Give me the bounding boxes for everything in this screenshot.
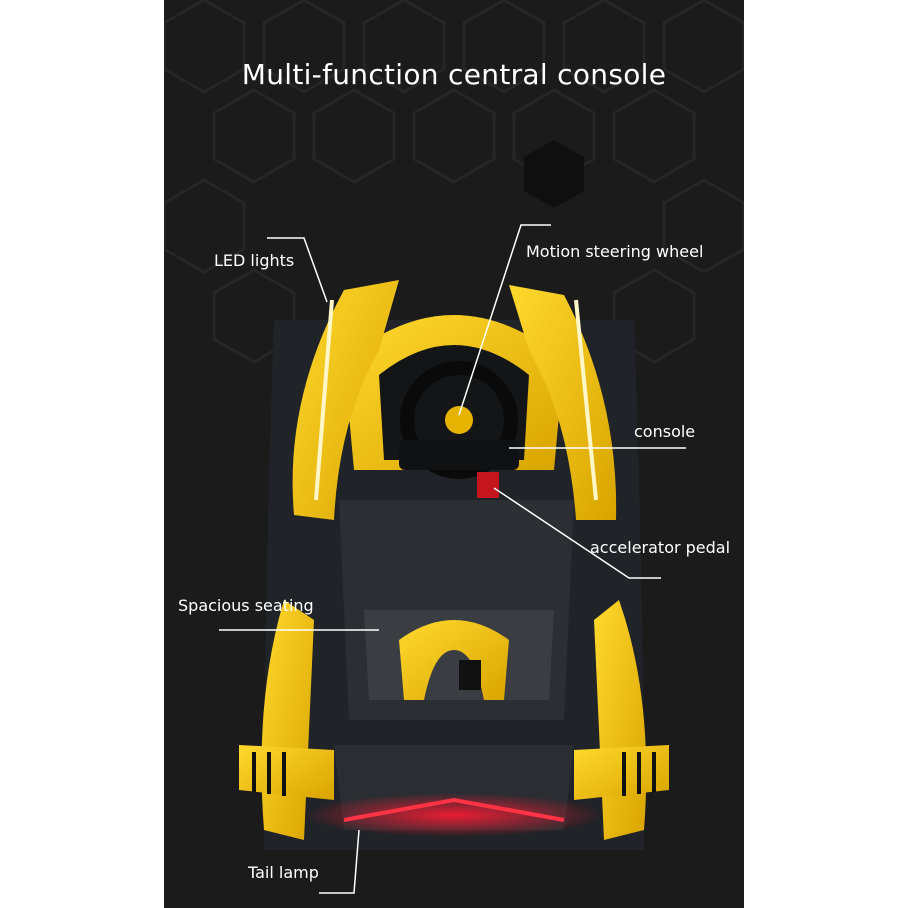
product-image-panel: Multi-function central console LED light… <box>164 0 744 908</box>
label-spacious-seating: Spacious seating <box>178 596 314 615</box>
page-title: Multi-function central console <box>241 58 667 91</box>
car-body <box>239 280 669 850</box>
car-illustration <box>164 0 744 894</box>
label-steering-wheel: Motion steering wheel <box>526 242 704 261</box>
label-tail-lamp: Tail lamp <box>248 863 319 882</box>
callout-lines <box>219 224 686 894</box>
label-led-lights: LED lights <box>214 251 295 270</box>
label-accelerator-pedal: accelerator pedal <box>590 538 731 557</box>
label-console: console <box>634 422 696 441</box>
hexagon-pattern <box>164 0 744 364</box>
